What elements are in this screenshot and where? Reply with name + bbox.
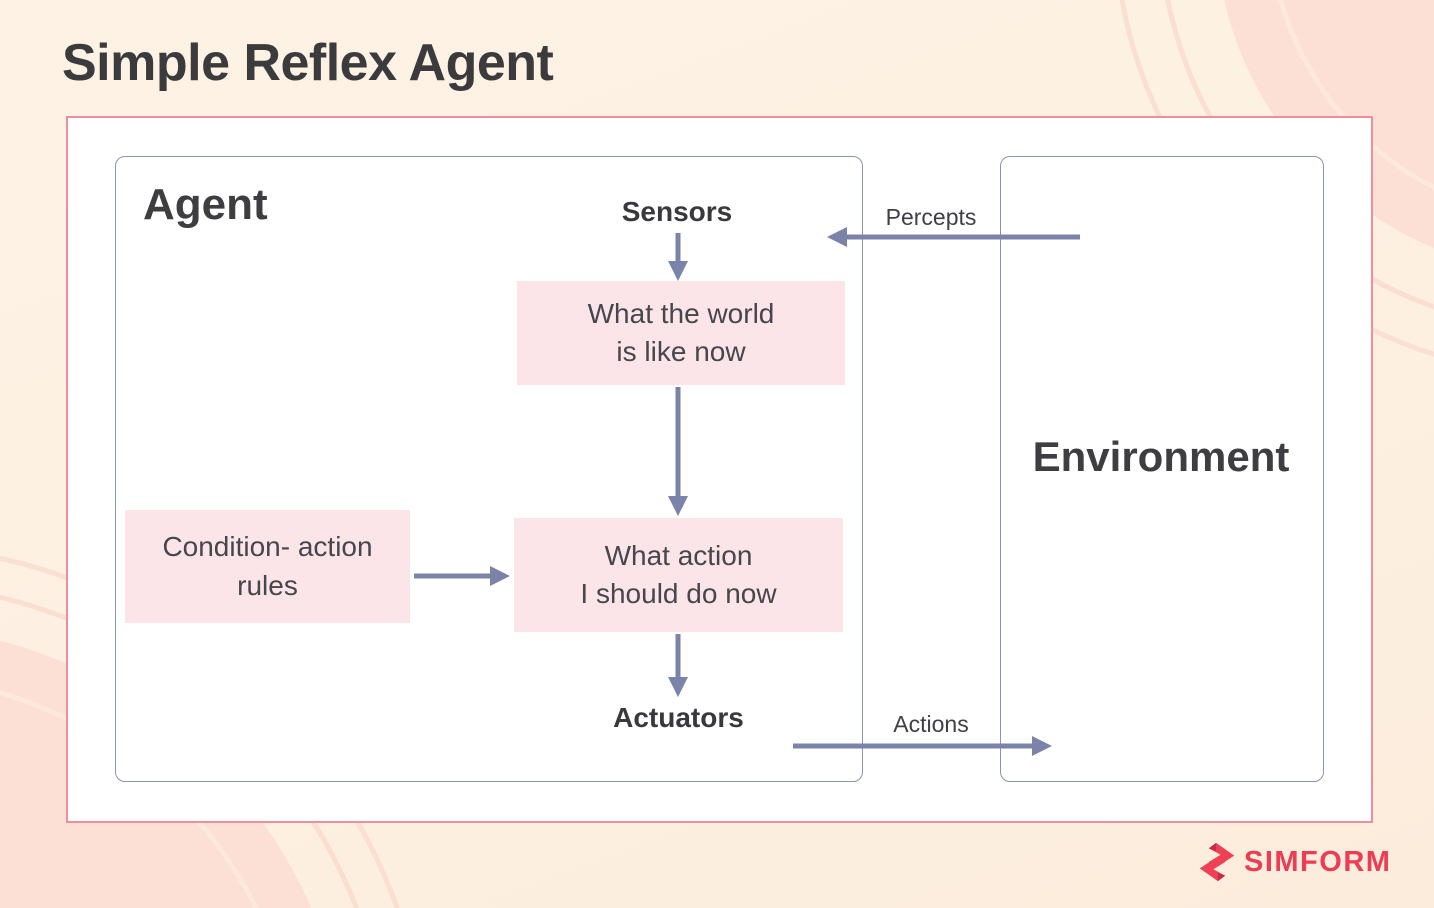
world-state-text: What the world is like now	[587, 297, 775, 367]
world-state-box: What the world is like now	[517, 281, 845, 385]
actuators-label: Actuators	[613, 702, 744, 733]
page-title: Simple Reflex Agent	[62, 34, 554, 92]
simform-logo-text: SIMFORM	[1244, 845, 1392, 878]
condition-action-rules-box: Condition- action rules	[125, 510, 410, 623]
sensors-label: Sensors	[621, 196, 733, 227]
simform-logo: SIMFORM	[1197, 838, 1391, 886]
percepts-label: Percepts	[885, 204, 977, 230]
agent-label: Agent	[143, 180, 268, 229]
agent-container	[115, 156, 863, 782]
actions-label: Actions	[893, 711, 969, 737]
action-decision-text: What action I should do now	[580, 539, 777, 609]
action-decision-box: What action I should do now	[514, 518, 843, 632]
environment-label: Environment	[1032, 433, 1290, 480]
environment-container	[1000, 156, 1324, 782]
condition-action-rules-text: Condition- action rules	[162, 531, 373, 601]
simform-ribbon-icon	[1199, 842, 1235, 882]
